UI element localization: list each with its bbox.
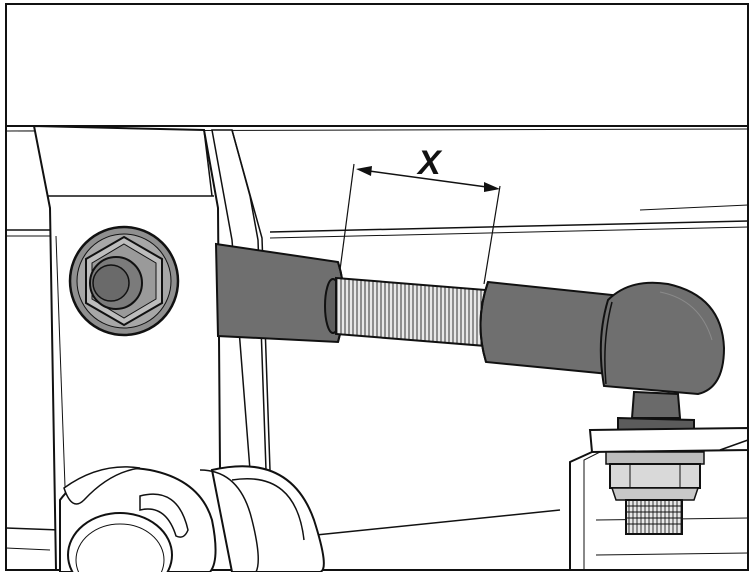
lock-nut [605, 451, 705, 501]
ball-joint-socket [599, 281, 726, 396]
bolt-head [68, 225, 180, 337]
threaded-stud [625, 499, 683, 535]
dimension-x [339, 163, 501, 285]
dimension-label: X [416, 144, 443, 182]
lower-clip [59, 466, 217, 572]
frame-background-lines [5, 204, 749, 551]
threaded-rod [335, 276, 487, 348]
lower-wheel [199, 465, 325, 572]
